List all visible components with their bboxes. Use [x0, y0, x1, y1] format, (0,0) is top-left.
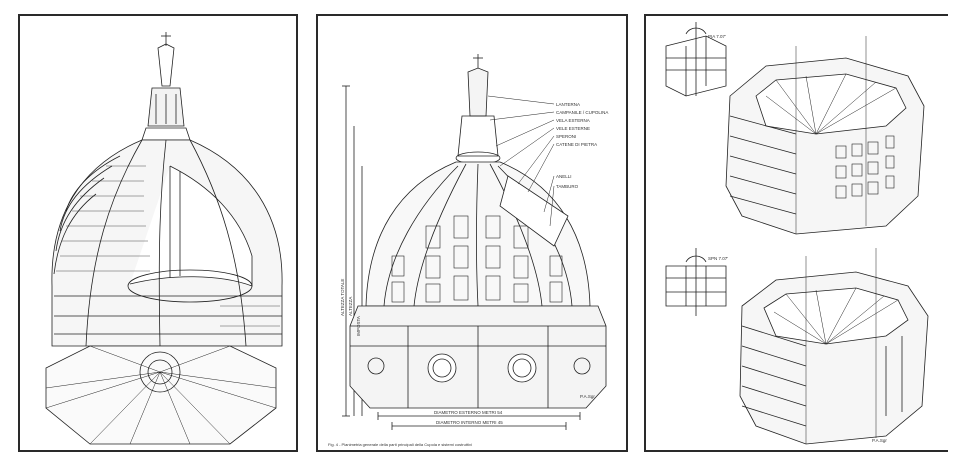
- callout-7: TAMBURO: [556, 184, 579, 189]
- dim-inner: DIAMETRO INTERNO METRI 45: [436, 420, 503, 425]
- figure-caption: Fig. 4 - Planimetria generale della part…: [328, 442, 472, 447]
- panel-dome-cutaway: [18, 14, 298, 452]
- dome-cutaway-drawing: [45, 32, 283, 445]
- callout-5: CATENE DI PIETRA: [556, 142, 597, 147]
- dome-labelled-drawing: LANTERNA CAMPANILE / CUPOLINA VELA ESTER…: [328, 54, 608, 447]
- vdim-0: ALTEZZA TOTALE: [340, 279, 345, 316]
- callout-2: VELA ESTERNA: [556, 118, 590, 123]
- signature-3: P.A.Sgr: [872, 438, 887, 443]
- vdim-2: IMPOSTA: [356, 316, 361, 336]
- angle-label-top: PIA 7.07': [708, 34, 726, 39]
- panel-dome-labelled: LANTERNA CAMPANILE / CUPOLINA VELA ESTER…: [316, 14, 628, 452]
- callout-3: VELE ESTERNE: [556, 126, 590, 131]
- masonry-rings-drawing: PIA 7.07' SPN 7.07' P.A.Sgr: [665, 22, 929, 445]
- panel-masonry-rings: PIA 7.07' SPN 7.07' P.A.Sgr: [644, 14, 948, 452]
- signature-2: P.A.Sgr: [580, 394, 595, 399]
- dim-outer: DIAMETRO ESTERNO METRI 54: [434, 410, 503, 415]
- callout-0: LANTERNA: [556, 102, 580, 107]
- angle-label-bottom: SPN 7.07': [708, 256, 728, 261]
- callout-4: SPERONI: [556, 134, 576, 139]
- vdim-1: ALTEZZA: [348, 297, 353, 316]
- callout-1: CAMPANILE / CUPOLINA: [556, 110, 608, 115]
- callout-6: ANELLI: [556, 174, 572, 179]
